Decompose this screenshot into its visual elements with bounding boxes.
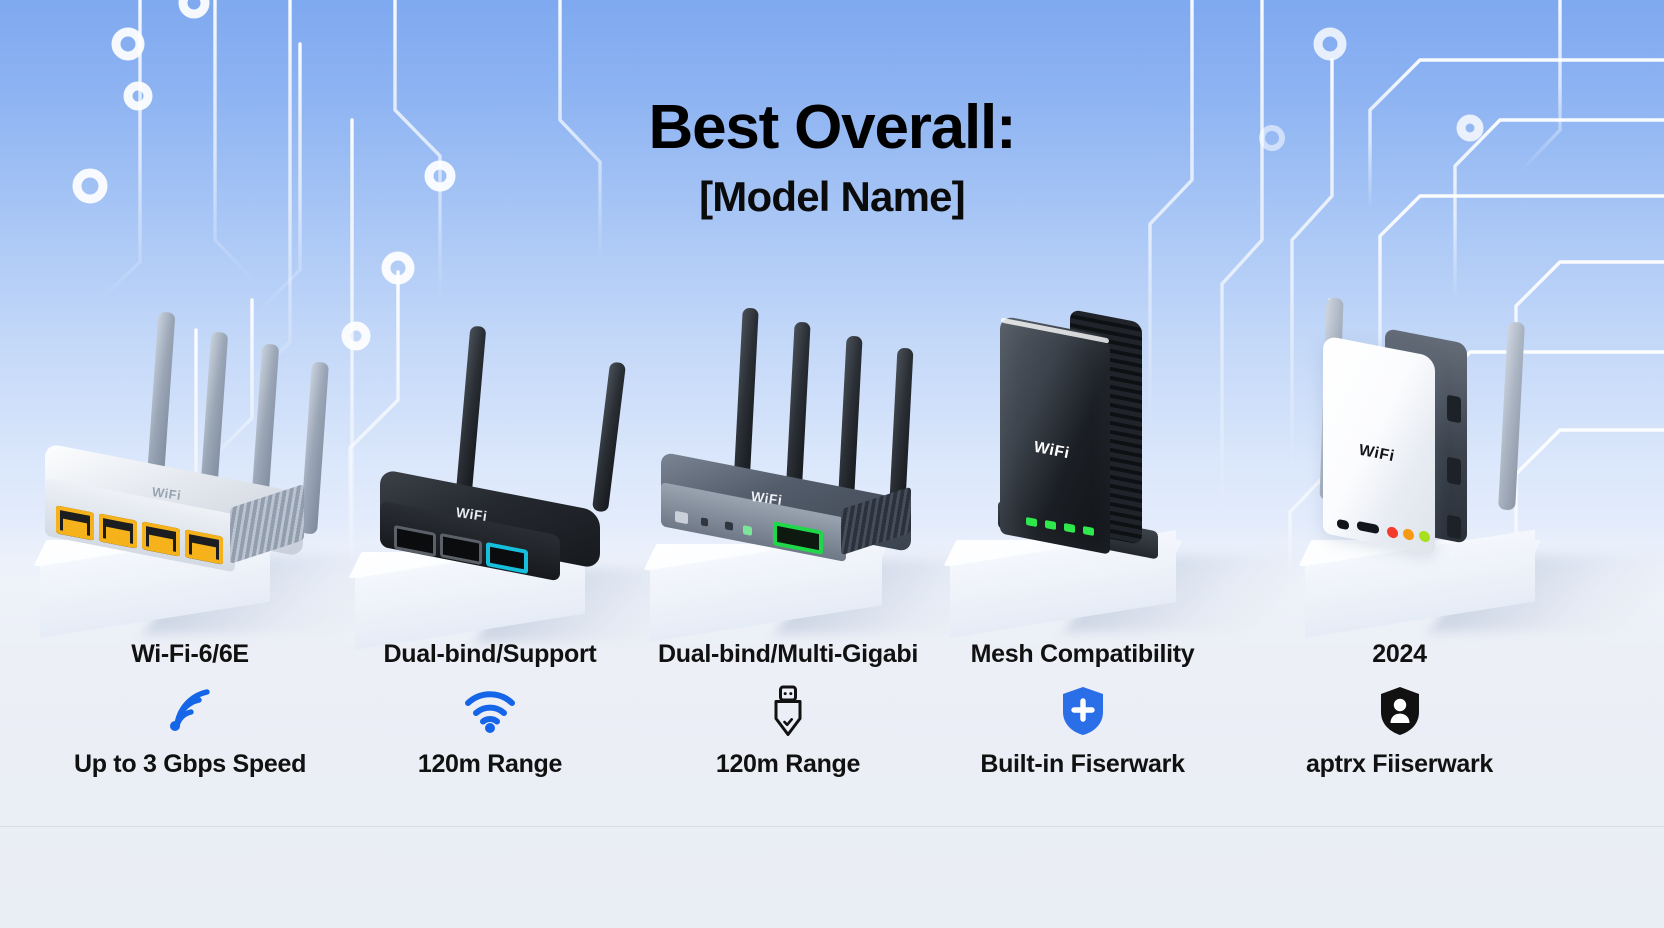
indicator-led-active [743,525,752,536]
mesh-node-device-4[interactable]: WiFi [972,300,1202,562]
product-icon-4 [900,684,1265,738]
indicator-led [701,517,708,527]
router-device-1[interactable]: WiFi [40,300,340,573]
product-title-5: 2024 [1372,640,1427,668]
antenna [455,325,487,497]
antenna [785,321,811,501]
wifi-signal-bars-icon [170,689,210,731]
floor-horizon-line [0,826,1664,827]
product-icon-2 [300,684,680,738]
product-card-5[interactable]: WiFi 2024 aptrx Fiiserw [1215,0,1664,928]
page-subtitle: [Model Name] [699,173,966,221]
side-port [1447,456,1461,486]
product-spec-4: Built-in Fiserwark [980,750,1185,778]
antenna [733,307,759,491]
product-title-3: Dual-bind/Multi-Gigabi [657,640,919,668]
product-card-4[interactable]: WiFi Mesh Compatibility Built-in Fiserwa… [900,0,1312,928]
product-icon-5 [1175,684,1624,738]
product-title-2: Dual-bind/Support [383,640,597,668]
shield-user-icon [1380,687,1419,735]
product-title-4: Mesh Compatibility [970,640,1195,668]
wifi-icon [465,691,515,733]
product-card-1[interactable]: WiFi Wi-Fi-6/6E Up to 3 Gbps Speed [0,0,407,928]
product-spec-5: aptrx Fiiserwark [1306,750,1493,778]
wall-plug-extender-device-5[interactable]: WiFi [1275,280,1545,560]
shield-plus-icon [1062,687,1103,735]
indicator-sd-slot [675,510,688,525]
product-icon-1 [0,684,380,738]
product-icon-3 [598,684,978,738]
side-port [1447,514,1461,540]
title-block: Best Overall: [Model Name] [0,96,1664,221]
product-title-1: Wi-Fi-6/6E [131,640,249,668]
product-card-3[interactable]: WiFi Dual-bind/Multi-Gigabi 120m Range [598,0,1025,928]
antenna [1498,321,1525,511]
product-spec-2: 120m Range [417,750,563,778]
mesh-node-body [1000,315,1110,555]
page-title: Best Overall: [648,93,1017,162]
side-port [1447,394,1461,424]
product-card-2[interactable]: WiFi Dual-bind/Support 120m Range [300,0,725,928]
product-spec-1: Up to 3 Gbps Speed [73,750,307,778]
ethernet-plug-icon [774,685,802,736]
product-spec-3: 120m Range [715,750,861,778]
indicator-led [725,521,733,531]
